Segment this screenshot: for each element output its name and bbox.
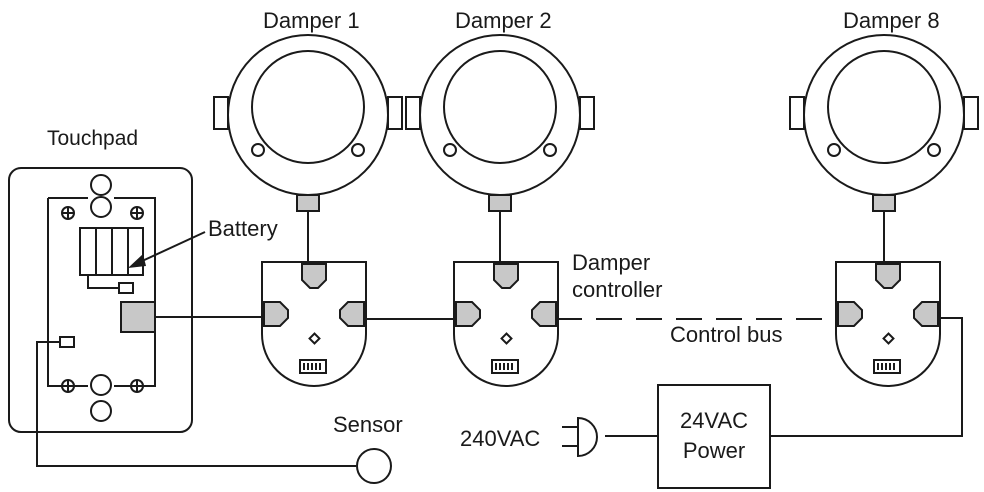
damper-controller-1 — [261, 261, 367, 387]
power-label-line1: 24VAC — [679, 408, 749, 433]
power-wire — [770, 317, 963, 437]
touchpad — [8, 167, 206, 433]
damper-2-label: Damper 2 — [455, 8, 552, 33]
ac-input-label: 240VAC — [460, 426, 541, 451]
battery-arrow — [139, 231, 206, 263]
touchpad-bus-port — [120, 301, 156, 333]
sensor-icon — [356, 448, 392, 484]
damper-controller-label-line2: controller — [572, 277, 663, 302]
plug-icon — [577, 416, 598, 458]
battery-label: Battery — [208, 216, 278, 241]
sensor-label: Sensor — [333, 412, 403, 437]
sensor-wire — [36, 341, 356, 467]
damper-1 — [213, 34, 403, 212]
power-label-line2: Power — [682, 438, 746, 463]
power-supply-box — [657, 384, 771, 489]
damper-8-label: Damper 8 — [843, 8, 940, 33]
control-bus-label: Control bus — [670, 322, 783, 347]
touchpad-label: Touchpad — [47, 127, 139, 150]
damper-8 — [789, 34, 979, 212]
damper-controller-8 — [835, 261, 941, 387]
damper-controller-label-line1: Damper — [572, 250, 651, 275]
damper-2 — [405, 34, 595, 212]
damper-1-label: Damper 1 — [263, 8, 360, 33]
damper-controller-2 — [453, 261, 559, 387]
